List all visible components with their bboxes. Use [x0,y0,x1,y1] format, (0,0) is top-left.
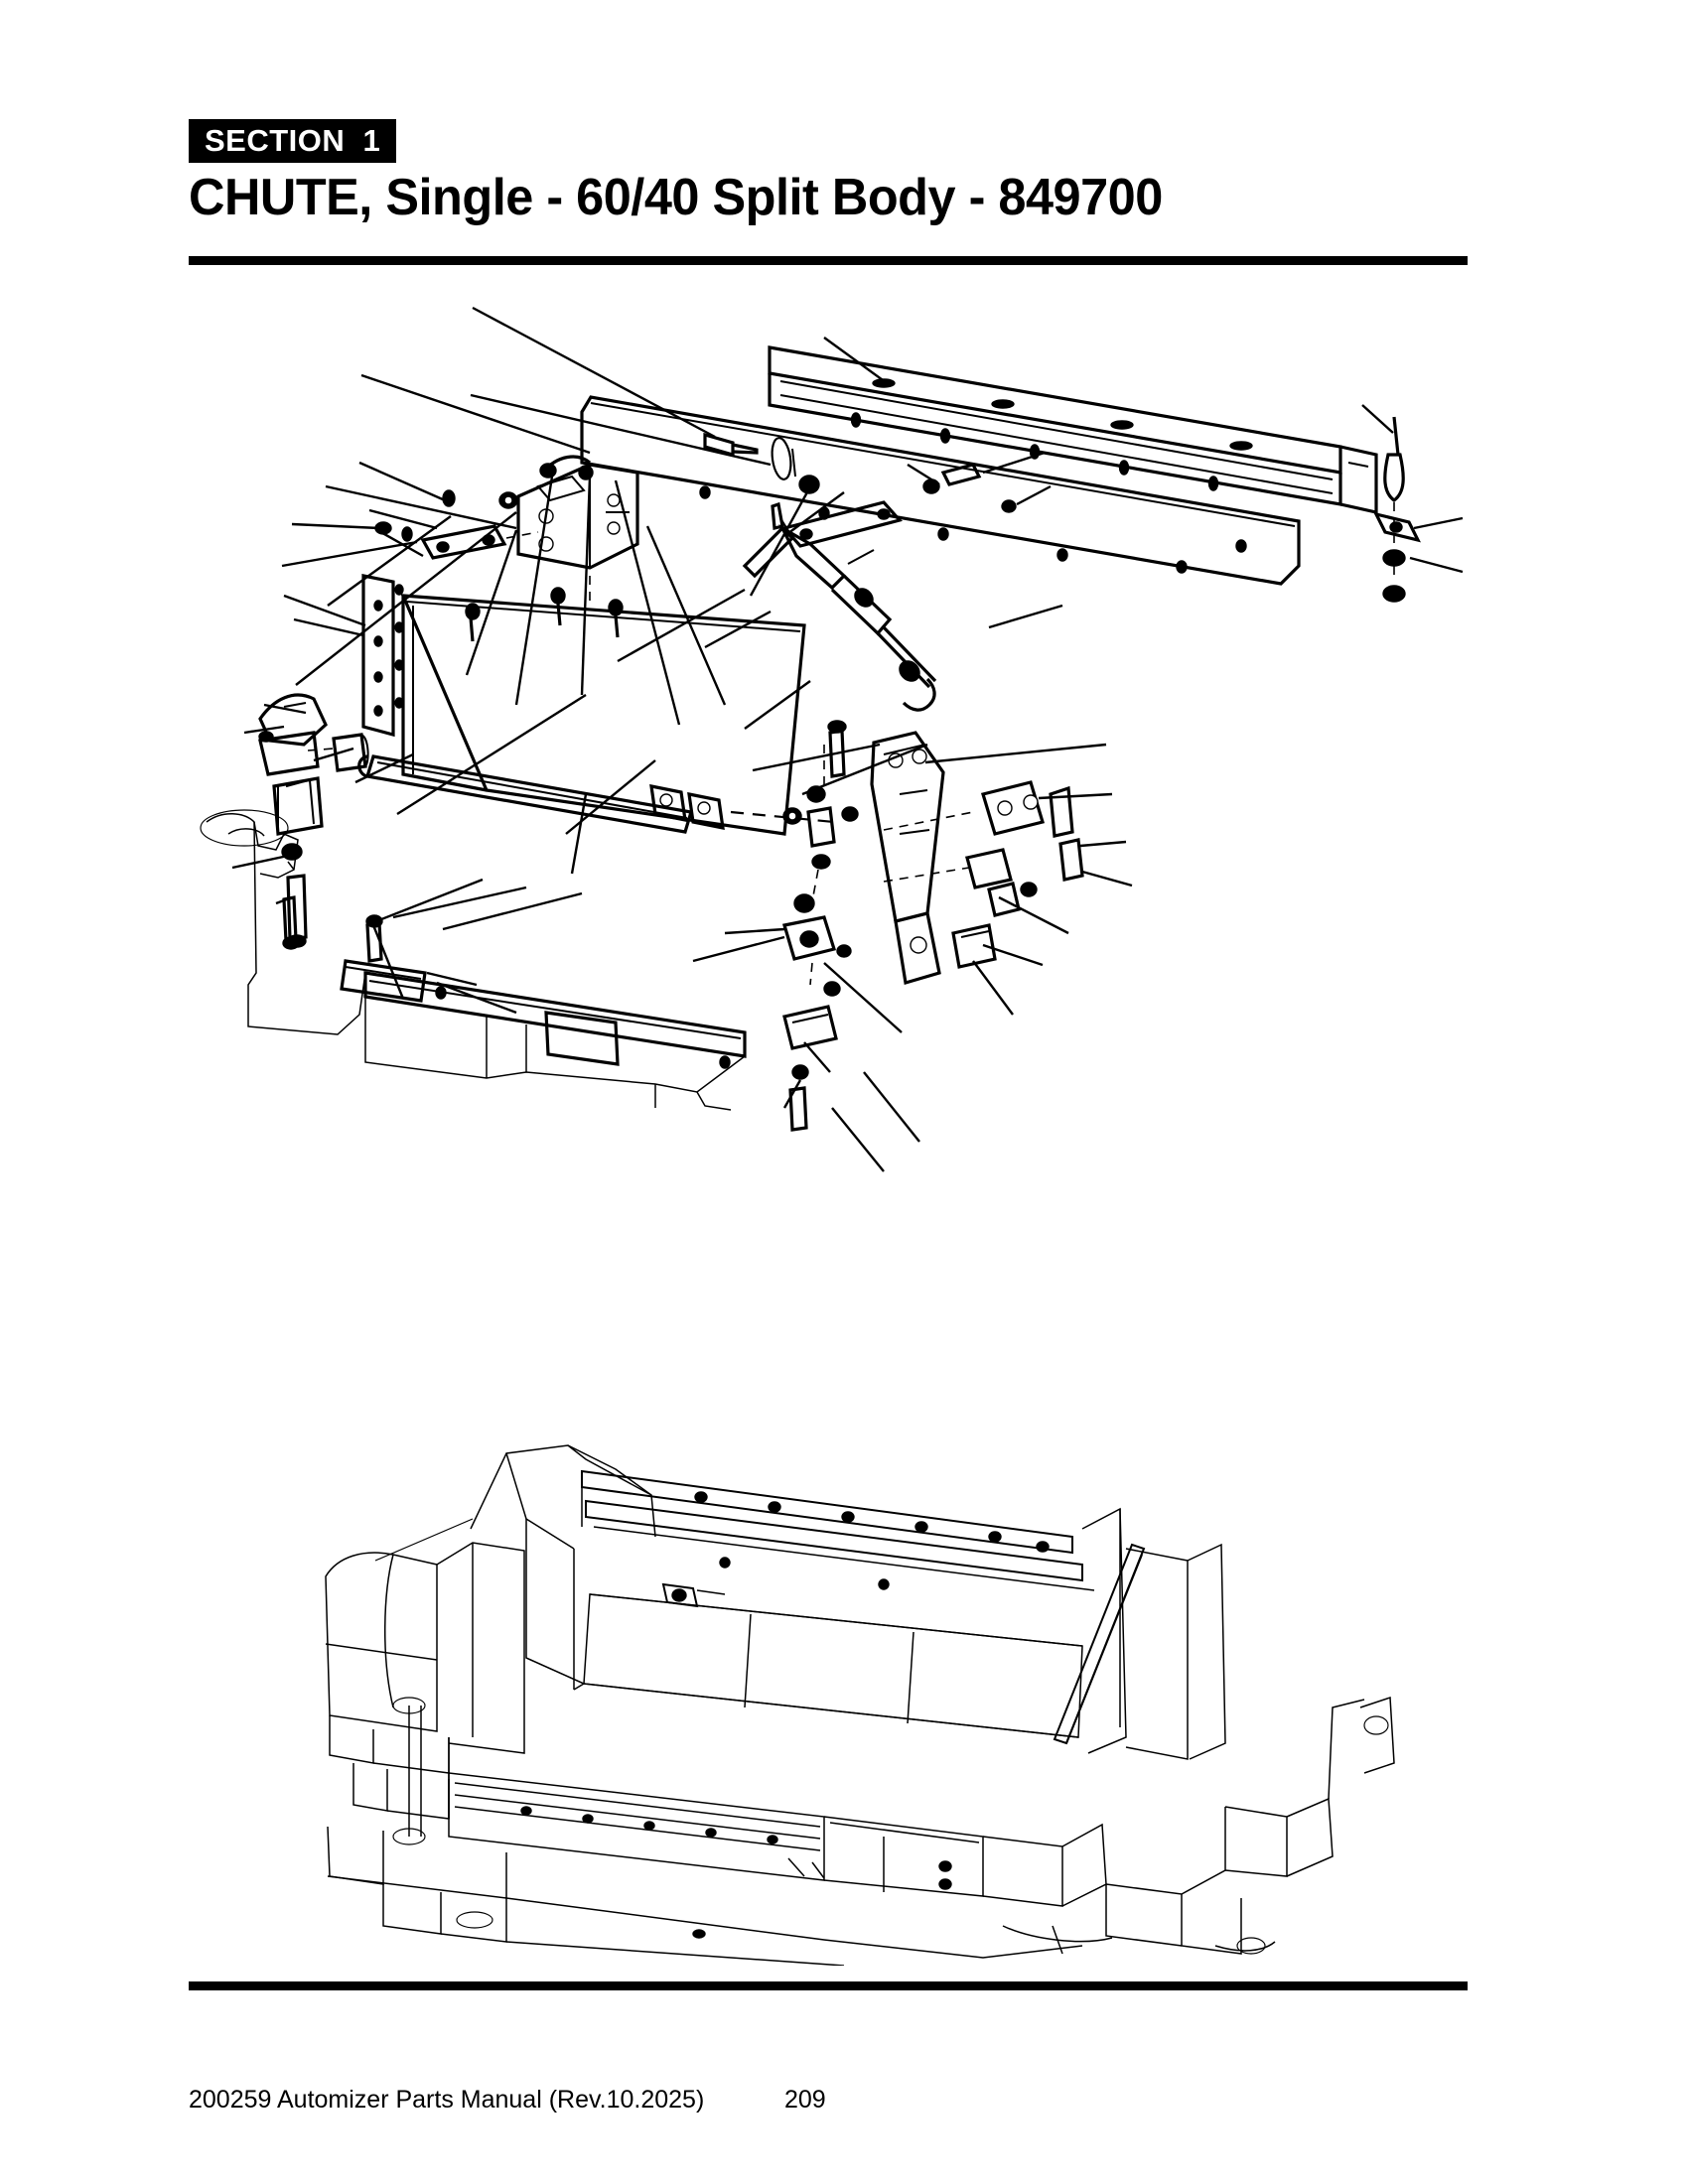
shaft-collar [307,733,369,772]
top-rail-assembly [768,345,1378,514]
far-right-brackets [883,780,1084,969]
link-plate [420,524,539,560]
page-title: CHUTE, Single - 60/40 Split Body - 84970… [189,169,1163,226]
footer-page-number: 209 [784,2086,826,2114]
page-footer: 200259 Automizer Parts Manual (Rev.10.20… [189,2083,1470,2116]
leader-lines-upper [281,306,891,726]
right-lift-arm [870,731,945,986]
lower-left-subframe [200,809,747,1111]
left-pivot-mount [258,693,328,948]
figure-area [189,278,1470,1966]
assembly-isometric-diagram [189,1410,1470,1966]
exploded-parts-svg [200,306,1464,1172]
right-hardware-column [781,720,859,1132]
footer-manual-text: 200259 Automizer Parts Manual (Rev.10.20… [189,2086,705,2114]
upper-left-hardware [703,432,820,531]
header-divider-rule [189,256,1468,265]
section-badge: SECTION 1 [189,119,397,163]
upper-chute-panel [580,395,1301,586]
gas-strut-assembly [742,517,937,712]
exploded-parts-diagram [189,278,1470,1410]
leader-lines-lower [231,588,1133,1172]
footer-divider-rule [189,1981,1468,1990]
panel-hinge-knuckles [649,783,835,831]
machine-body [325,1444,1395,1966]
lower-chute-panel [357,574,806,836]
page-header: SECTION 1 CHUTE, Single - 60/40 Split Bo… [189,119,1470,225]
upper-right-bracket [781,451,1052,548]
right-end-pin-stack [1361,404,1464,603]
assembly-isometric-svg [325,1444,1395,1966]
